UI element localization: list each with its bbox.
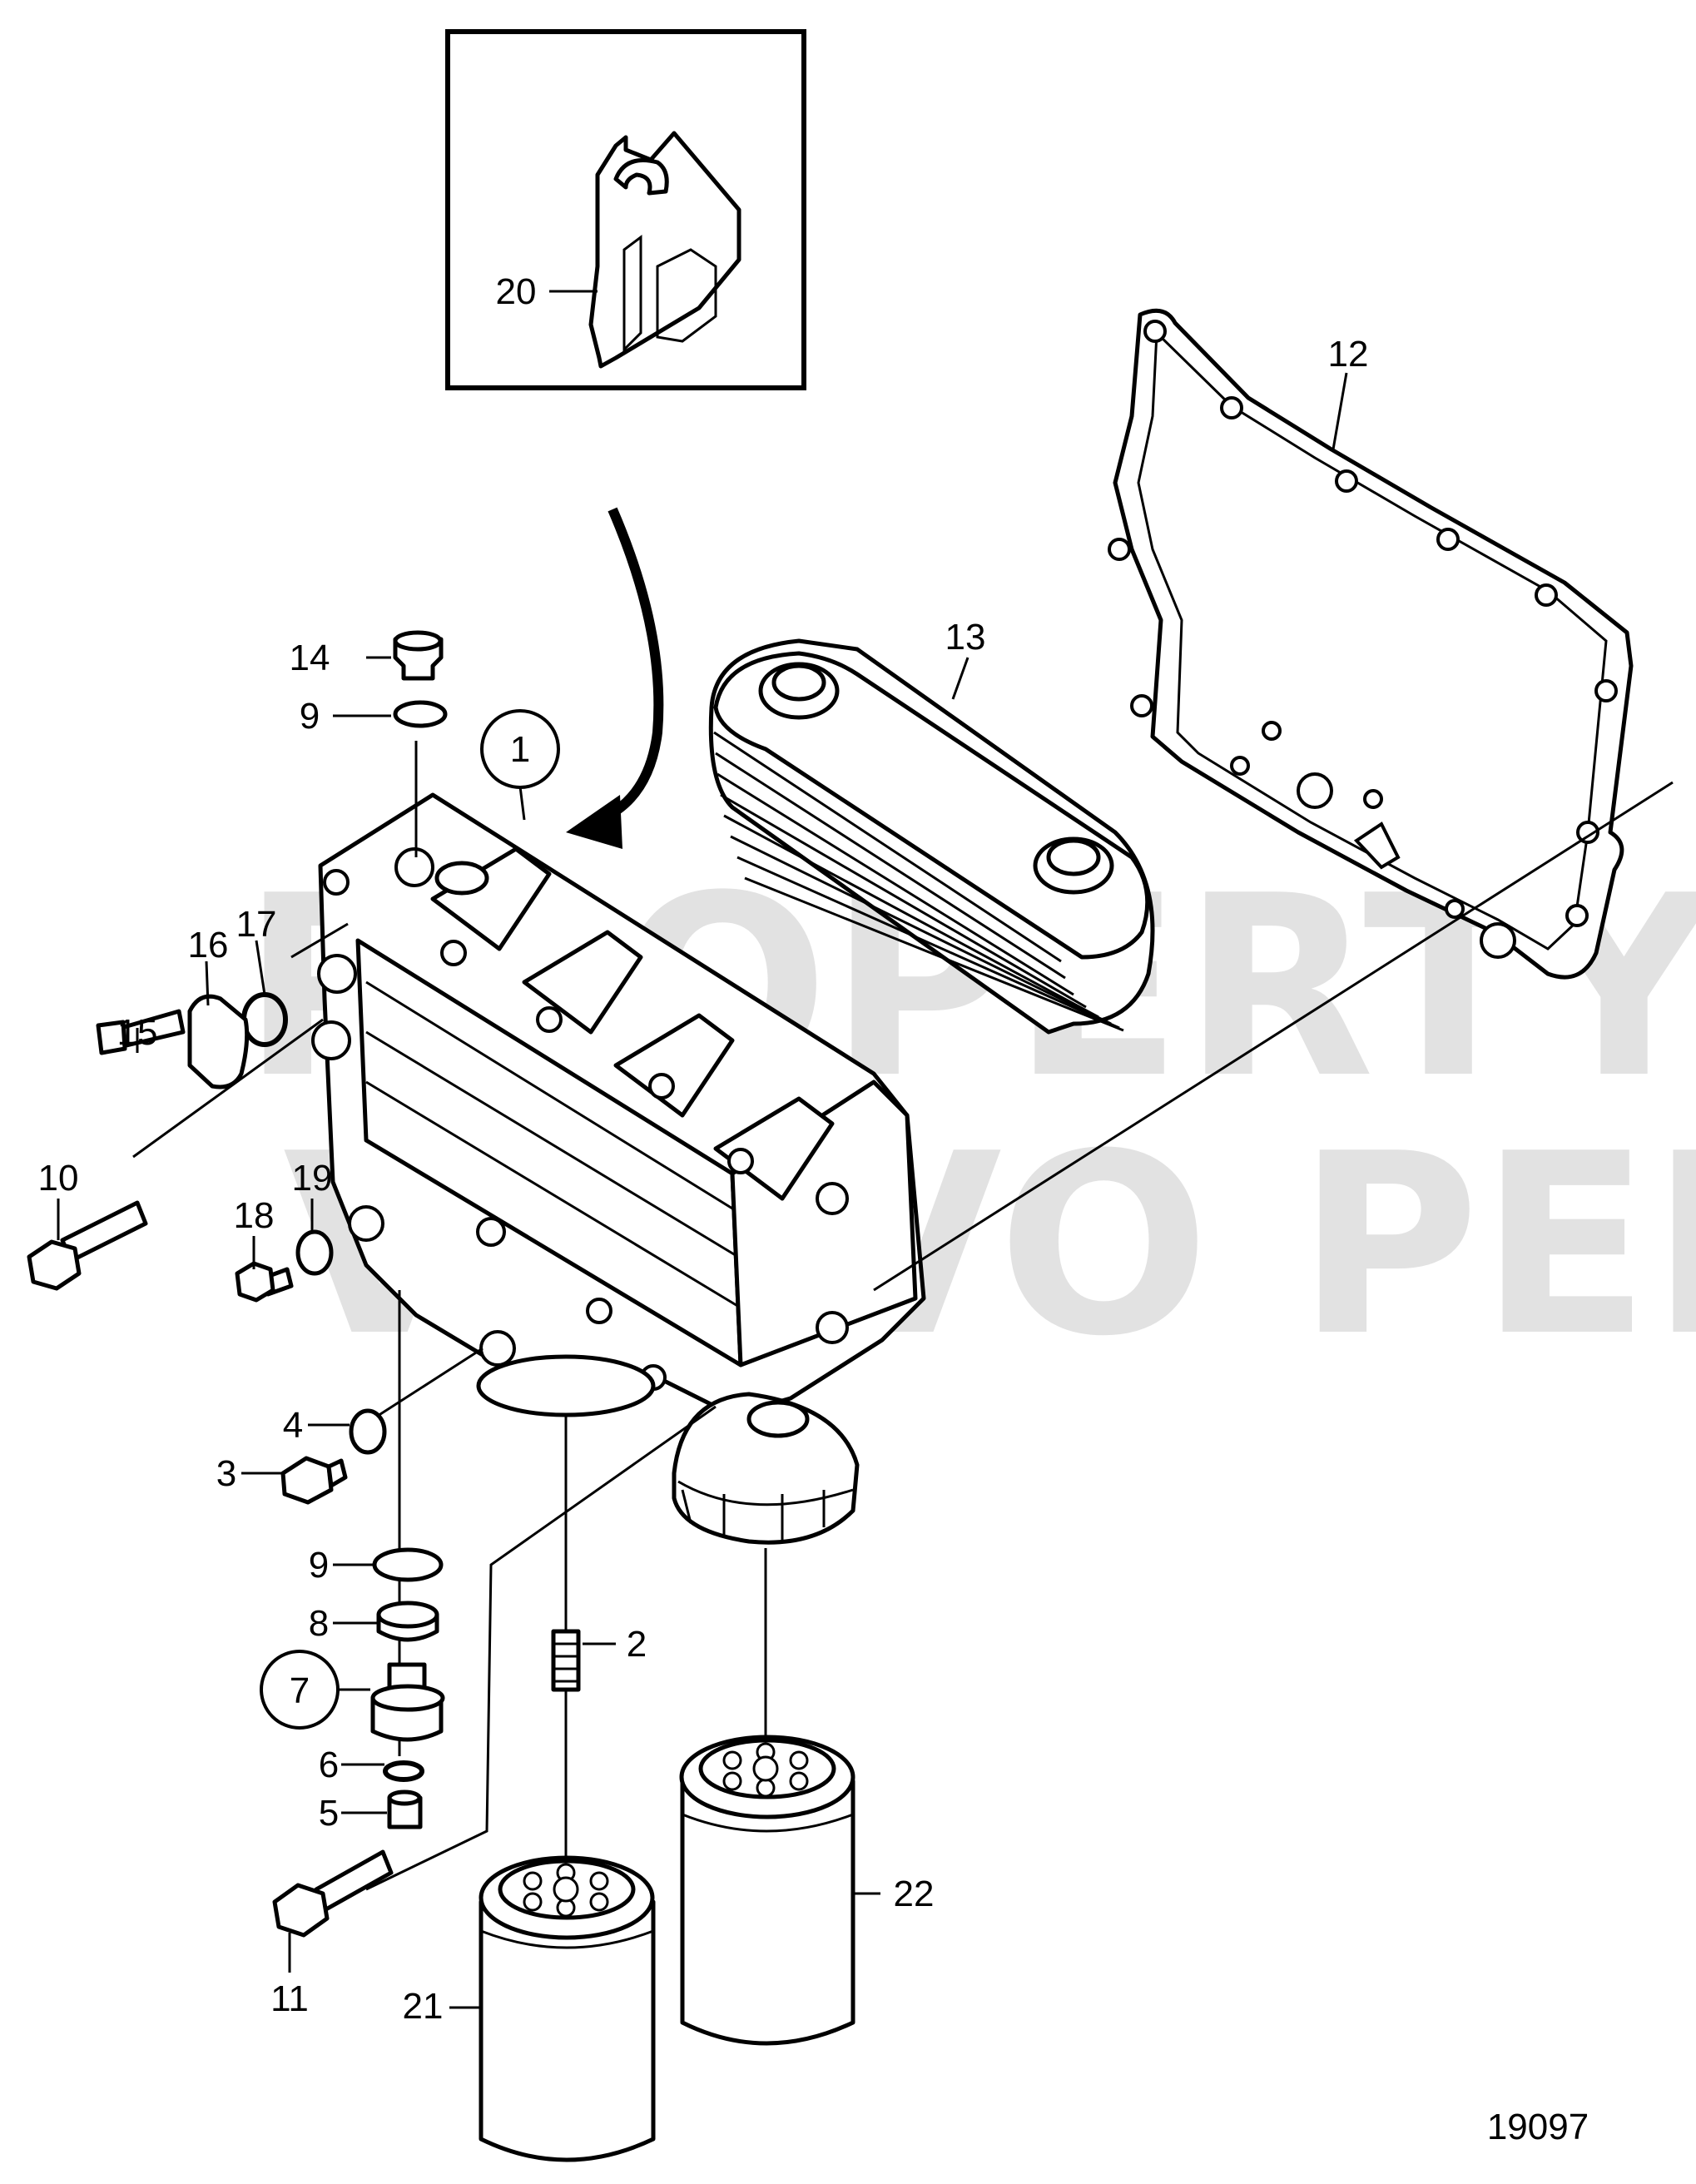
plug-part-3 bbox=[280, 1456, 348, 1505]
callout-10: 10 bbox=[38, 1158, 79, 1199]
screw-part-15 bbox=[96, 1009, 186, 1055]
sleeve-part-8 bbox=[376, 1601, 439, 1642]
hardware bbox=[27, 630, 581, 1938]
inset-arrow bbox=[566, 507, 664, 849]
cover-part-16 bbox=[187, 994, 250, 1090]
bolt-part-11 bbox=[272, 1849, 394, 1938]
nipple-part-2 bbox=[551, 1629, 581, 1692]
callout-2: 2 bbox=[627, 1624, 647, 1665]
callout-circle-7 bbox=[260, 1650, 340, 1730]
oil-filter-part-22 bbox=[679, 1735, 855, 2046]
washer-part-4 bbox=[349, 1408, 387, 1455]
callout-11: 11 bbox=[270, 1978, 309, 2019]
ring-part-6 bbox=[383, 1760, 424, 1782]
callout-9-lower: 9 bbox=[309, 1545, 329, 1586]
washer-part-9-top bbox=[393, 700, 448, 728]
callout-7: 7 bbox=[290, 1670, 310, 1711]
callout-leaders bbox=[57, 290, 1348, 2009]
callout-circle-1 bbox=[480, 709, 560, 789]
washer-part-19 bbox=[295, 1229, 334, 1276]
callout-12: 12 bbox=[1328, 334, 1369, 375]
callout-20: 20 bbox=[496, 271, 537, 312]
callout-1: 1 bbox=[510, 729, 530, 770]
filter-adapter bbox=[672, 1392, 860, 1545]
callout-6: 6 bbox=[319, 1745, 339, 1785]
callout-22: 22 bbox=[894, 1874, 935, 1914]
clip-part-20 bbox=[588, 131, 741, 369]
valve-part-7 bbox=[370, 1662, 445, 1742]
bolt-part-18 bbox=[235, 1261, 294, 1303]
callout-labels: 1 2 3 4 5 6 7 8 9 9 10 11 12 13 14 15 16… bbox=[38, 271, 1369, 2027]
oil-cooler-part-13 bbox=[708, 638, 1155, 1035]
callout-5: 5 bbox=[319, 1793, 339, 1834]
callout-18: 18 bbox=[234, 1195, 275, 1236]
callout-8: 8 bbox=[309, 1603, 329, 1644]
callout-17: 17 bbox=[236, 904, 277, 945]
callout-21: 21 bbox=[403, 1986, 444, 2027]
gasket-part-12 bbox=[1108, 308, 1634, 980]
filter-housing-part-1 bbox=[311, 792, 926, 1417]
plug-part-14 bbox=[393, 630, 444, 681]
callout-15: 15 bbox=[117, 1012, 158, 1053]
callout-14: 14 bbox=[290, 638, 330, 678]
bolt-part-10 bbox=[27, 1200, 148, 1291]
detail-inset bbox=[445, 29, 806, 390]
callout-16: 16 bbox=[188, 925, 229, 965]
callout-4: 4 bbox=[283, 1405, 303, 1446]
drawing-number: 19097 bbox=[1487, 2107, 1589, 2147]
callout-13: 13 bbox=[945, 617, 986, 658]
callout-3: 3 bbox=[216, 1453, 236, 1494]
callout-9-upper: 9 bbox=[300, 696, 320, 737]
callout-19: 19 bbox=[292, 1158, 333, 1199]
plug-part-5 bbox=[387, 1789, 423, 1829]
washer-part-9-bottom bbox=[372, 1547, 444, 1582]
oil-filter-part-21 bbox=[479, 1855, 656, 2162]
